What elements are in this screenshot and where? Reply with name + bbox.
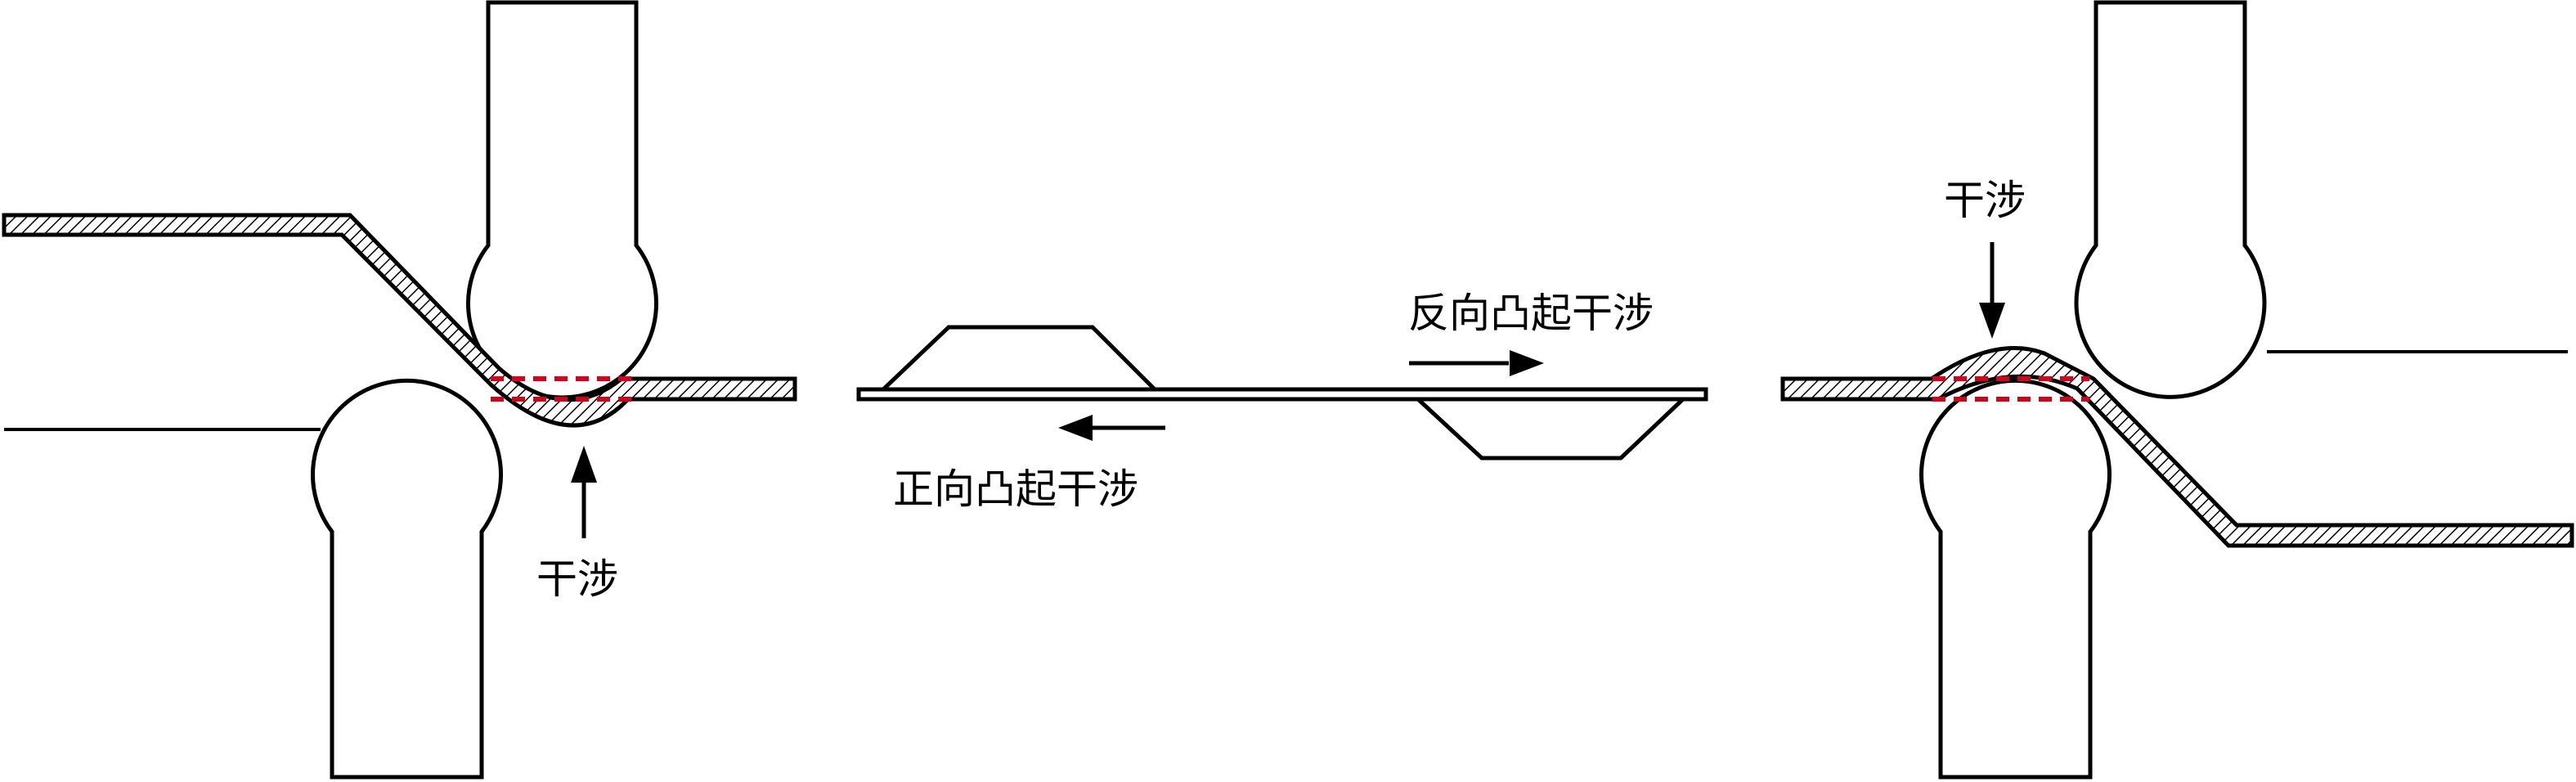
right-arrow-head — [1979, 303, 2005, 339]
left-arrow-head — [571, 446, 597, 483]
forward-bump — [882, 325, 1156, 391]
forward-arrow-head — [1058, 415, 1093, 441]
left-interference-label: 干涉 — [536, 555, 618, 603]
right-lower-die — [1919, 378, 2112, 780]
reverse-bump — [1416, 398, 1685, 461]
right-interference-label: 干涉 — [1944, 177, 2026, 224]
left-upper-die — [466, 0, 658, 400]
reverse-bump-label: 反向凸起干涉 — [1408, 290, 1654, 337]
right-upper-die — [2074, 0, 2267, 399]
center-plate — [856, 387, 1708, 402]
center-assembly: 正向凸起干涉 反向凸起干涉 — [856, 290, 1708, 513]
right-assembly: 干涉 — [1780, 0, 2574, 780]
right-hatched-sheet — [1780, 346, 2574, 548]
left-lower-die — [311, 378, 503, 780]
left-assembly: 干涉 — [2, 0, 797, 780]
forward-bump-label: 正向凸起干涉 — [893, 465, 1138, 513]
left-hatched-sheet — [2, 213, 797, 428]
reverse-arrow-head — [1510, 350, 1544, 376]
